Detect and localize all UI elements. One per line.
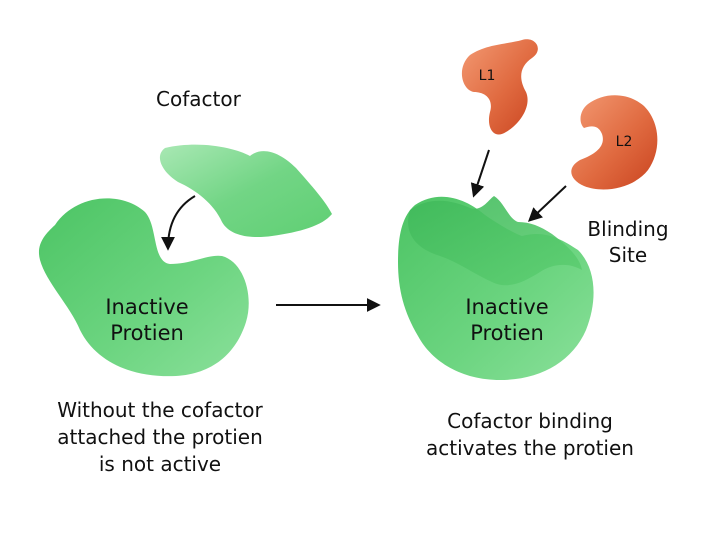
left-caption-line1: Without the cofactor [57, 398, 263, 422]
left-protein-label-line1: Inactive [105, 295, 188, 319]
ligand-l1-shape [461, 39, 538, 135]
right-caption-line1: Cofactor binding [447, 409, 613, 433]
right-protein-label-line2: Protien [470, 321, 544, 345]
binding-site-label-line1: Blinding [587, 217, 668, 241]
binding-site-label-line2: Site [609, 243, 647, 267]
left-caption-line3: is not active [99, 452, 221, 476]
cofactor-shape [159, 144, 332, 238]
ligand-l2-label: L2 [616, 134, 633, 150]
ligand-l2-shape [571, 95, 658, 190]
left-caption-line2: attached the protien [57, 425, 263, 449]
cofactor-to-protein-arrow [161, 195, 196, 251]
left-protein-label-line2: Protien [110, 321, 184, 345]
ligand-l1-label: L1 [479, 68, 496, 84]
ligand-l1-arrow [470, 149, 490, 198]
right-protein-label-line1: Inactive [465, 295, 548, 319]
inactive-protein-left [38, 198, 249, 377]
bound-cofactor-shape [408, 196, 582, 286]
right-caption-line2: activates the protien [426, 436, 634, 460]
ligand-l2-arrow [527, 185, 567, 222]
cofactor-label: Cofactor [156, 87, 242, 111]
